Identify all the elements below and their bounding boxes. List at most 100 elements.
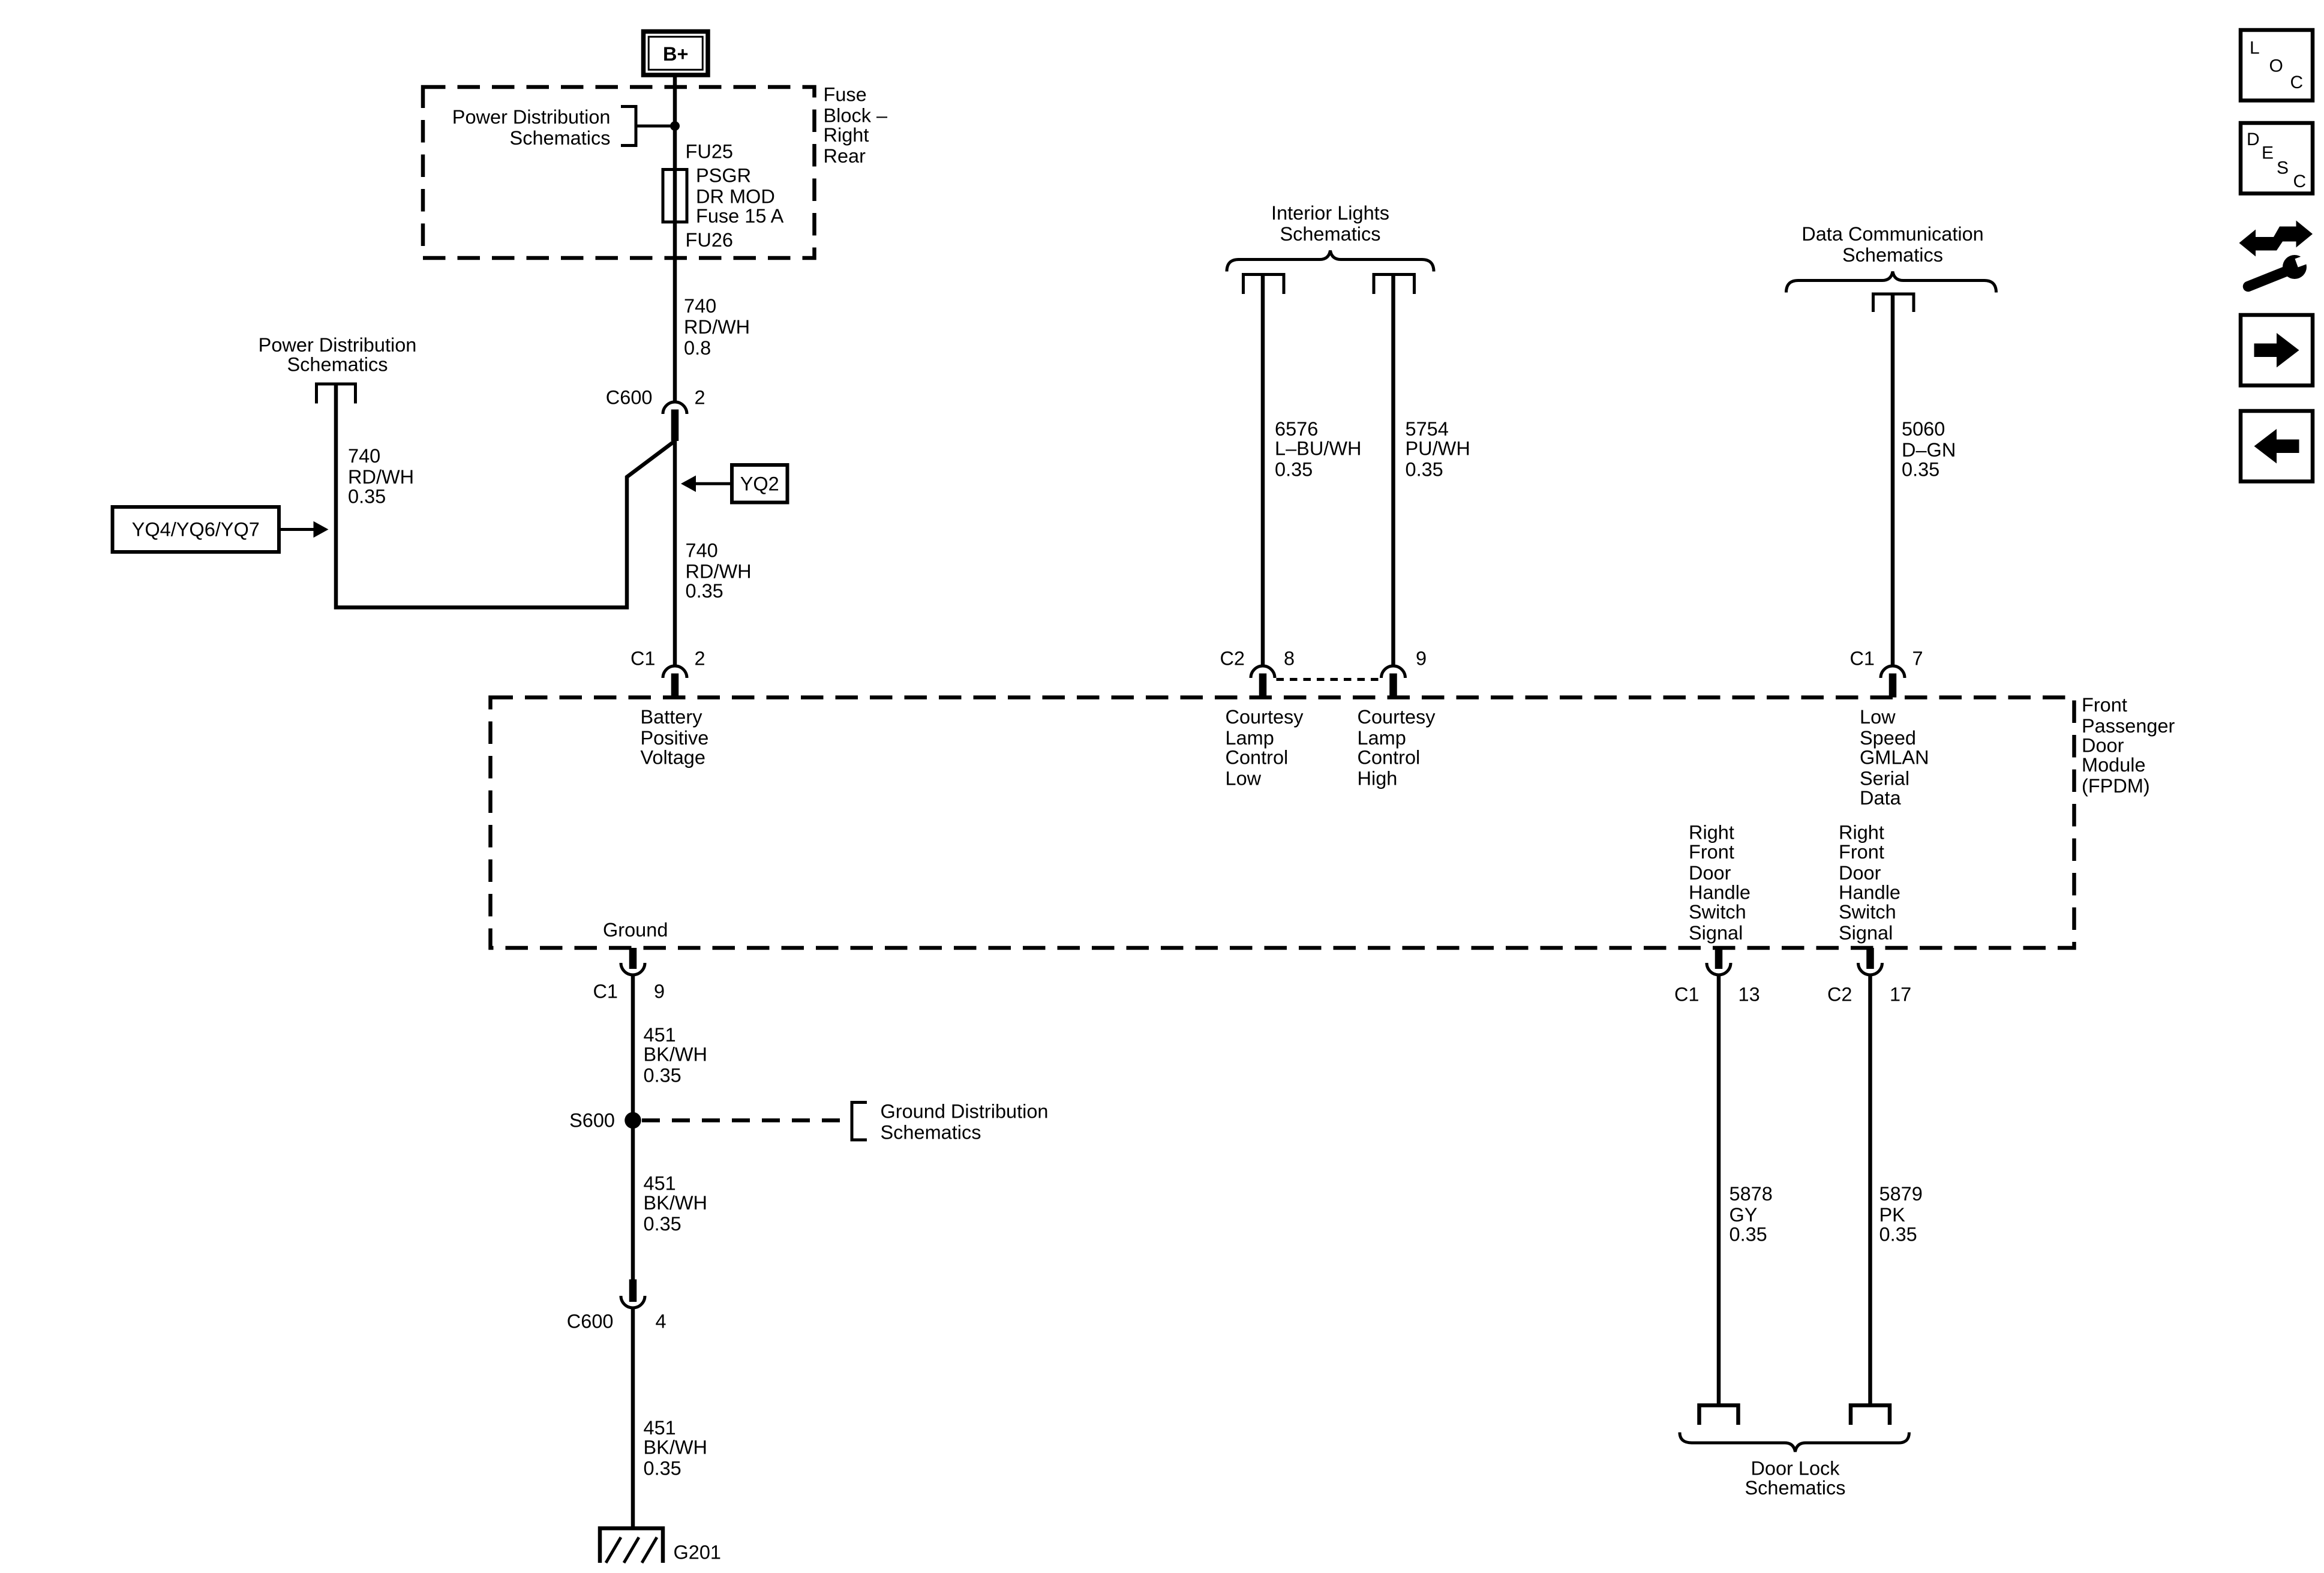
ground-distribution-bracket — [850, 1100, 867, 1142]
reference-line[interactable]: Data Communication — [1801, 223, 1983, 245]
pin-label-line: Control — [1358, 747, 1421, 769]
wire-label-line: 0.35 — [1275, 459, 1313, 481]
connector-pin: 8 — [1284, 648, 1295, 670]
reference-line[interactable]: Door Lock — [1750, 1457, 1840, 1479]
wire-5879-label: 5879 PK 0.35 — [1879, 1183, 1923, 1245]
option-arrow-head — [681, 475, 696, 492]
ground-g201-label: G201 — [674, 1542, 722, 1563]
reference-line[interactable]: Ground Distribution — [881, 1100, 1049, 1122]
wire-label-line: RD/WH — [348, 466, 414, 488]
connector-pin: 4 — [656, 1310, 666, 1332]
connector-c2-pin-8[interactable]: C2 8 — [1220, 648, 1295, 698]
wire-label-line: 5060 — [1902, 418, 1945, 440]
connector-c2-pin-17[interactable]: C2 17 — [1827, 947, 1911, 1005]
module-name-line: Front — [2082, 694, 2127, 716]
pin-label-line: Positive — [641, 727, 709, 749]
connector-pin: 17 — [1890, 983, 1911, 1005]
connector-c600-pin-2[interactable]: C600 2 — [606, 387, 705, 441]
power-distribution-ref-left[interactable]: Power Distribution Schematics — [259, 334, 417, 375]
connector-c2-pin-9[interactable]: 9 — [1380, 648, 1427, 698]
wire-740-supply-label: 740 RD/WH 0.8 — [684, 295, 750, 359]
wire-label-line: BK/WH — [644, 1043, 708, 1065]
wire-5060-label: 5060 D–GN 0.35 — [1902, 418, 1956, 481]
wire-451-b-label: 451 BK/WH 0.35 — [644, 1172, 708, 1235]
pin-label-line: Handle — [1689, 881, 1750, 903]
loc-button-box[interactable] — [2238, 28, 2315, 103]
option-arrow-head — [313, 521, 329, 538]
reference-line[interactable]: Schematics — [1745, 1477, 1846, 1499]
reference-line[interactable]: Schematics — [510, 127, 611, 149]
wire-label-line: 0.35 — [1730, 1223, 1767, 1245]
wire-label-line: 0.35 — [1879, 1223, 1917, 1245]
ground-distribution-ref[interactable]: Ground Distribution Schematics — [881, 1100, 1049, 1143]
reference-line[interactable]: Schematics — [881, 1121, 981, 1143]
reference-line[interactable]: Power Distribution — [259, 334, 417, 356]
reference-line[interactable]: Schematics — [1280, 223, 1381, 245]
pin-label-line: Speed — [1860, 727, 1916, 749]
reference-line[interactable]: Interior Lights — [1271, 202, 1389, 224]
connector-c1-pin-7[interactable]: C1 7 — [1849, 648, 1923, 698]
desc-button-box[interactable] — [2238, 121, 2315, 196]
pin-label-line: Battery — [641, 706, 703, 728]
connector-name: C600 — [606, 387, 653, 409]
wire-label-line: RD/WH — [686, 561, 752, 583]
location-view-icon[interactable]: L O C — [2238, 28, 2315, 103]
wire-label-line: BK/WH — [644, 1436, 708, 1458]
splice-s600-dot[interactable] — [624, 1112, 641, 1129]
ground-g201-symbol[interactable]: G201 — [597, 1526, 722, 1564]
connector-pin: 13 — [1739, 983, 1760, 1005]
arrow-right-icon[interactable] — [2238, 313, 2315, 388]
pin-label-handle-switch-1: Right Front Door Handle Switch Signal — [1689, 821, 1750, 944]
wire-5754-label: 5754 PU/WH 0.35 — [1406, 418, 1470, 481]
wire-label-line: L–BU/WH — [1275, 438, 1361, 460]
wire-5878-label: 5878 GY 0.35 — [1730, 1183, 1773, 1245]
fuse-label: PSGR DR MOD Fuse 15 A — [696, 165, 784, 227]
arrows-wrench-icon[interactable] — [2239, 220, 2313, 292]
fuse-label-line: DR MOD — [696, 186, 775, 208]
data-communication-ref[interactable]: Data Communication Schematics — [1801, 223, 1983, 266]
wire-label-line: 6576 — [1275, 418, 1318, 440]
door-lock-connector-box — [1697, 1403, 1740, 1425]
interior-lights-ref[interactable]: Interior Lights Schematics — [1271, 202, 1389, 245]
connector-pin: 9 — [1416, 648, 1427, 670]
wire-label-line: 5879 — [1879, 1183, 1923, 1205]
option-yq2[interactable]: YQ2 — [681, 463, 789, 505]
connector-name: C1 — [630, 648, 656, 670]
fuse-block-name: Fuse Block – Right Rear — [824, 83, 888, 167]
option-yq4-yq6-yq7[interactable]: YQ4/YQ6/YQ7 — [110, 505, 329, 554]
fuse-block-power-distribution-ref[interactable]: Power Distribution Schematics — [452, 106, 611, 149]
pin-label-line: Low — [1226, 768, 1262, 789]
pin-label-line: Front — [1839, 841, 1884, 863]
wire-451-a-label: 451 BK/WH 0.35 — [644, 1024, 708, 1086]
connector-c1-pin-9[interactable]: C1 9 — [593, 947, 665, 1002]
module-outline[interactable] — [488, 695, 2076, 950]
door-lock-ref[interactable]: Door Lock Schematics — [1745, 1457, 1846, 1499]
pin-label-line: Door — [1689, 862, 1731, 884]
reference-line[interactable]: Schematics — [287, 354, 388, 376]
pin-label-line: Control — [1226, 747, 1289, 769]
pin-label-line: Data — [1860, 787, 1902, 809]
female-terminal — [1879, 664, 1906, 679]
reference-line[interactable]: Schematics — [1842, 244, 1943, 266]
wire-label-line: 0.35 — [686, 580, 723, 602]
connector-c1-pin-13[interactable]: C1 13 — [1674, 947, 1760, 1005]
wire-label-line: 5878 — [1730, 1183, 1773, 1205]
arrow-left-icon[interactable] — [2238, 409, 2315, 484]
fuse-output-terminal: FU26 — [686, 229, 733, 251]
connector-c1-pin-2[interactable]: C1 2 — [630, 648, 705, 698]
pin-label-line: Lamp — [1226, 727, 1274, 749]
wire-label-line: 0.35 — [348, 486, 386, 508]
connector-c600-pin-4[interactable]: C600 4 — [567, 1279, 666, 1332]
connector-pin: 2 — [695, 387, 705, 409]
reference-line[interactable]: Power Distribution — [452, 106, 611, 128]
desc-letter: C — [2293, 172, 2307, 191]
wire-740-module-label: 740 RD/WH 0.35 — [686, 540, 752, 602]
wire-label-line: BK/WH — [644, 1192, 708, 1214]
fuse-label-line: PSGR — [696, 165, 751, 187]
fuse-symbol[interactable] — [661, 167, 689, 224]
description-view-icon[interactable]: D E S C — [2238, 121, 2315, 196]
wire-label-line: 0.8 — [684, 337, 711, 359]
wire-6576-label: 6576 L–BU/WH 0.35 — [1275, 418, 1361, 481]
connector-pin: 9 — [654, 980, 665, 1002]
